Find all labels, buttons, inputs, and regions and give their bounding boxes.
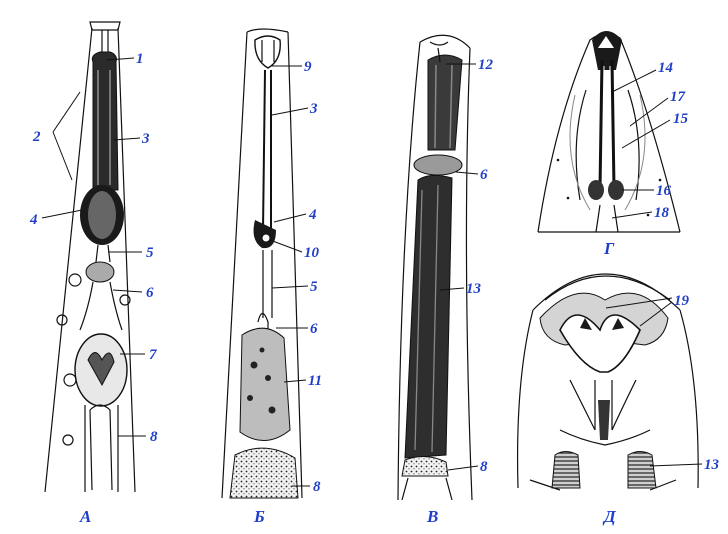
- label-b-8: 8: [313, 479, 321, 495]
- label-a-5: 5: [146, 245, 154, 261]
- label-g-14: 14: [658, 60, 674, 76]
- panel-a-drawing: [41, 21, 146, 493]
- label-d-13: 13: [704, 457, 720, 473]
- label-b-5: 5: [310, 279, 318, 295]
- label-g-15: 15: [673, 111, 689, 127]
- label-b-3: 3: [309, 101, 318, 117]
- label-a-3: 3: [141, 131, 150, 147]
- panel-v-drawing: [397, 34, 479, 501]
- label-a-8: 8: [150, 429, 158, 445]
- panel-g-drawing: [537, 31, 681, 233]
- panel-b-drawing: [221, 28, 310, 499]
- label-b-4: 4: [308, 207, 317, 223]
- panel-label-b: Б: [253, 507, 265, 526]
- label-b-9: 9: [304, 59, 312, 75]
- label-b-6: 6: [310, 321, 318, 337]
- label-d-19: 19: [674, 293, 690, 309]
- panel-label-a: А: [79, 507, 91, 526]
- label-b-10: 10: [304, 245, 320, 261]
- panel-label-v: В: [426, 507, 438, 526]
- label-v-12: 12: [478, 57, 494, 73]
- label-a-2: 2: [32, 129, 41, 145]
- label-v-8: 8: [480, 459, 488, 475]
- panel-label-d: Д: [602, 507, 617, 526]
- label-a-6: 6: [146, 285, 154, 301]
- label-a-4: 4: [29, 212, 38, 228]
- label-a-7: 7: [149, 347, 157, 363]
- panel-d-drawing: [516, 273, 703, 491]
- label-v-13: 13: [466, 281, 482, 297]
- label-g-16: 16: [656, 183, 672, 199]
- label-a-1: 1: [136, 51, 144, 67]
- label-b-11: 11: [308, 373, 322, 389]
- label-g-18: 18: [654, 205, 670, 221]
- panel-label-g: Г: [603, 239, 615, 258]
- label-g-17: 17: [670, 89, 686, 105]
- label-v-6: 6: [480, 167, 488, 183]
